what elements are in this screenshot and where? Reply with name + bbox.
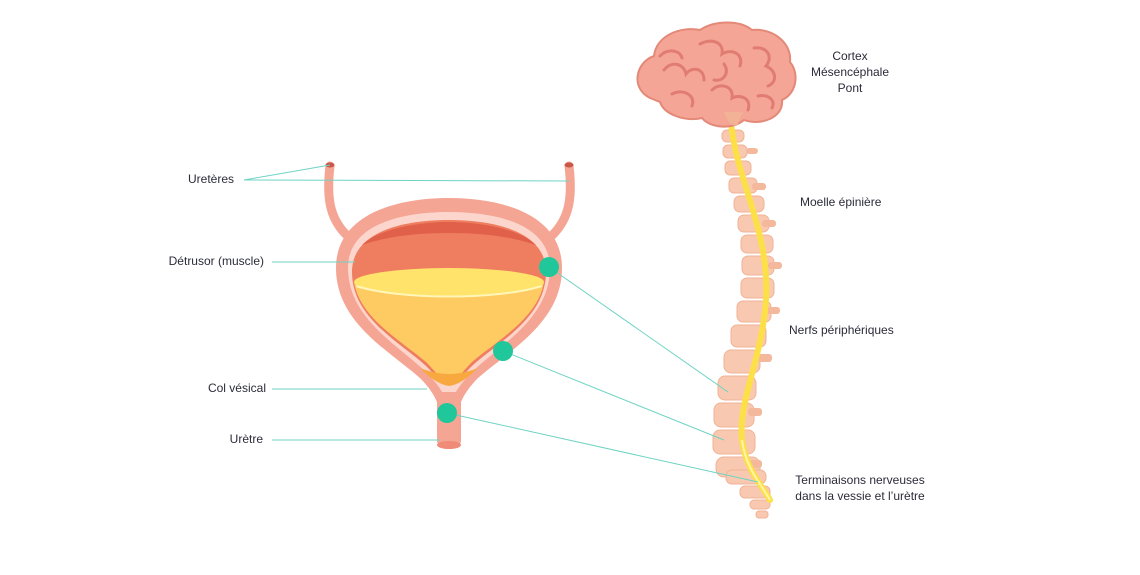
- nerve-marker-neck: [493, 341, 513, 361]
- label-terminaisons: Terminaisons nerveuses dans la vessie et…: [780, 472, 940, 504]
- label-col-vesical: Col vésical: [207, 381, 266, 395]
- nerve-marker-detrusor: [539, 257, 559, 277]
- label-detrusor: Détrusor (muscle): [168, 254, 264, 268]
- label-ureteres: Uretères: [187, 172, 234, 186]
- label-brain-regions: Cortex Mésencéphale Pont: [800, 48, 900, 96]
- nerve-marker-urethra: [437, 403, 457, 423]
- label-mesencephale: Mésencéphale: [810, 65, 890, 79]
- label-uretre: Urètre: [229, 432, 263, 446]
- detrusor-dark-band: [362, 222, 536, 245]
- label-moelle: Moelle épinière: [800, 195, 882, 209]
- urine-surface-highlight: [355, 285, 543, 298]
- urine: [354, 282, 544, 382]
- right-ureter-opening: [564, 162, 574, 168]
- brain-shape: [636, 21, 797, 128]
- urine-bottom: [420, 368, 478, 386]
- label-cortex: Cortex: [832, 49, 868, 63]
- leader-lines: [243, 164, 759, 483]
- label-pont: Pont: [837, 81, 863, 95]
- right-ureter: [542, 161, 575, 245]
- urine-surface: [354, 268, 544, 296]
- label-nerfs: Nerfs périphériques: [789, 323, 894, 337]
- label-terminaisons-line1: Terminaisons nerveuses: [795, 473, 925, 487]
- brain-illustration: [636, 21, 797, 128]
- left-ureter: [324, 161, 357, 245]
- spine-illustration: [712, 119, 782, 519]
- label-terminaisons-line2: dans la vessie et l’urètre: [795, 489, 925, 503]
- urethra-end: [437, 441, 461, 449]
- brainstem: [724, 112, 744, 126]
